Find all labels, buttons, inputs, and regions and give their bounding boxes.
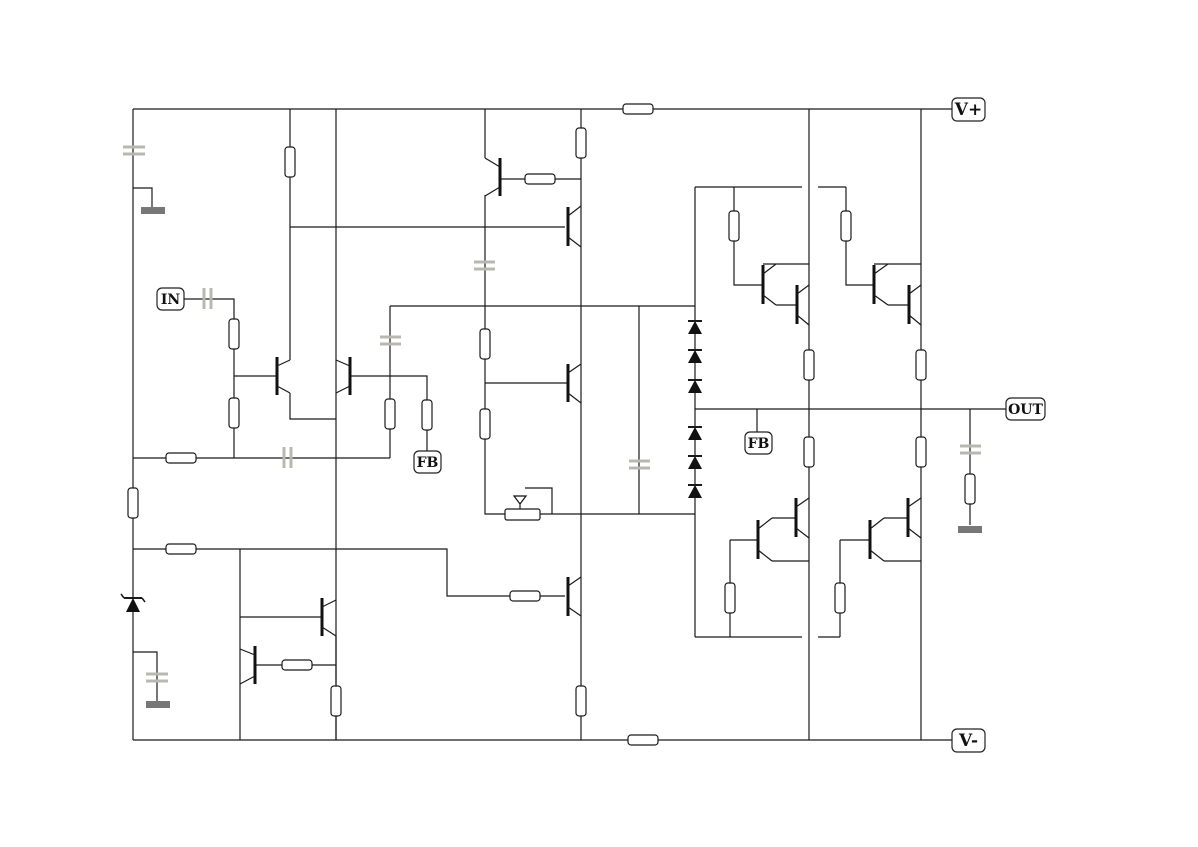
- ground-symbol: [958, 526, 982, 533]
- resistor: [165, 452, 197, 464]
- transistor: [566, 576, 582, 617]
- resistor: [509, 590, 541, 602]
- diode: [688, 349, 702, 363]
- resistor: [127, 487, 139, 519]
- resistor: [915, 436, 927, 468]
- feedback-terminal-left: FB: [413, 450, 442, 474]
- resistor: [479, 328, 491, 360]
- resistor: [524, 173, 556, 185]
- resistor: [575, 685, 587, 717]
- transistor: [872, 263, 889, 306]
- transistor: [907, 284, 922, 326]
- resistor: [421, 399, 433, 431]
- resistor: [728, 210, 740, 242]
- resistor: [575, 127, 587, 159]
- transistor: [906, 497, 922, 539]
- bias-diodes: [688, 320, 702, 498]
- feedback-terminal-right: FB: [744, 431, 773, 455]
- diode: [688, 379, 702, 393]
- resistor: [803, 349, 815, 381]
- diode: [688, 320, 702, 334]
- transistor: [566, 205, 582, 248]
- resistor: [284, 146, 296, 178]
- transistor: [756, 517, 773, 562]
- v-minus-terminal: V-: [951, 728, 986, 753]
- input-terminal: IN: [156, 287, 185, 311]
- capacitor: [123, 145, 145, 156]
- grounds: [141, 207, 982, 708]
- ground-symbol: [146, 701, 170, 708]
- transistors: [239, 157, 922, 685]
- resistors: [127, 103, 976, 746]
- capacitor: [380, 335, 401, 346]
- capacitor: [282, 447, 293, 468]
- transistor: [868, 517, 885, 562]
- resistor: [840, 210, 852, 242]
- output-label: OUT: [1008, 402, 1043, 418]
- feedback-label-right: FB: [748, 436, 770, 452]
- transistor: [335, 357, 352, 395]
- resistor: [834, 582, 846, 614]
- transistor: [761, 263, 777, 306]
- resistor: [627, 734, 659, 746]
- resistor: [330, 685, 342, 717]
- output-terminal: OUT: [1005, 397, 1046, 421]
- feedback-label-left: FB: [417, 455, 439, 471]
- diode: [688, 426, 702, 440]
- resistor: [724, 582, 736, 614]
- resistor: [228, 397, 240, 429]
- transistor: [795, 284, 810, 326]
- resistor: [384, 398, 396, 430]
- resistor: [622, 103, 654, 115]
- capacitor: [474, 260, 495, 271]
- capacitor: [629, 459, 650, 470]
- capacitors: [123, 145, 981, 683]
- zener-diode: [120, 593, 146, 612]
- transistor: [320, 598, 337, 637]
- diode: [688, 455, 702, 469]
- resistor: [228, 318, 240, 350]
- transistor: [275, 357, 291, 395]
- resistor: [803, 436, 815, 468]
- resistor: [479, 408, 491, 440]
- resistor: [915, 349, 927, 381]
- capacitor: [146, 672, 168, 683]
- transistor: [566, 363, 582, 404]
- capacitor: [202, 288, 213, 309]
- transistor: [484, 157, 502, 197]
- transistor: [794, 497, 810, 539]
- input-label: IN: [161, 292, 181, 308]
- v-minus-label: V-: [958, 731, 978, 751]
- v-plus-terminal: V+: [951, 97, 986, 122]
- resistor: [964, 473, 976, 505]
- transistor: [239, 646, 257, 685]
- resistor: [165, 543, 197, 555]
- ground-symbol: [141, 207, 165, 214]
- resistor: [281, 659, 313, 671]
- capacitor: [960, 444, 981, 455]
- v-plus-label: V+: [954, 100, 982, 120]
- wires: [132, 108, 1006, 741]
- diode: [688, 484, 702, 498]
- potentiometer: [504, 495, 541, 521]
